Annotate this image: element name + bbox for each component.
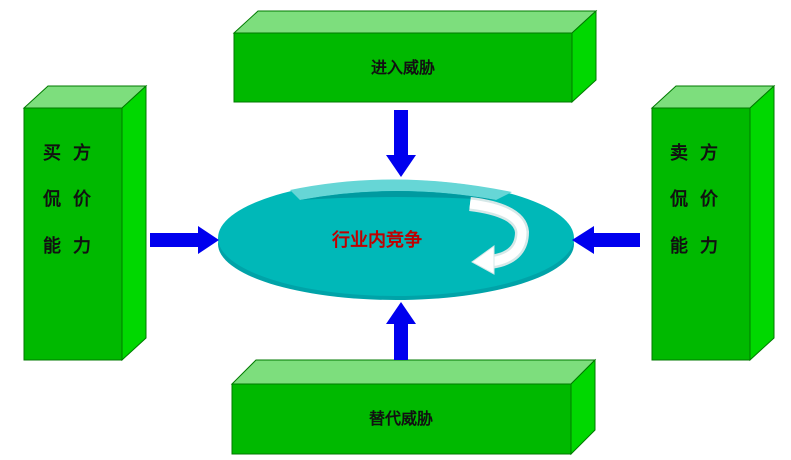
bottom-box: 替代威胁 xyxy=(230,358,597,456)
bottom-box-label: 替代威胁 xyxy=(369,409,433,428)
top-box: 进入威胁 xyxy=(232,9,598,104)
right-box-front-face xyxy=(651,107,751,361)
disc-top-highlight xyxy=(290,179,512,200)
left-box-front-face xyxy=(23,107,123,361)
left-box-text: 买方 侃价 能力 xyxy=(42,142,103,257)
left-box: 买方 侃价 能力 xyxy=(22,84,148,362)
center-disc: 行业内竞争 xyxy=(218,179,574,300)
bottom-box-front-face xyxy=(231,383,572,455)
disc-inner-shade xyxy=(300,191,496,200)
top-box-label: 进入威胁 xyxy=(371,58,435,77)
arrow-up-from-bottom xyxy=(386,302,416,360)
right-box: 卖方 侃价 能力 xyxy=(650,84,776,362)
right-box-line-2: 侃价 xyxy=(669,188,730,210)
left-box-line-2: 侃价 xyxy=(42,188,103,210)
right-box-side-face xyxy=(749,84,775,362)
arrow-right-from-left xyxy=(150,226,219,254)
right-box-line-1: 卖方 xyxy=(670,142,730,164)
top-box-front-face xyxy=(233,32,573,103)
bottom-box-top-face xyxy=(230,359,597,385)
center-label: 行业内竞争 xyxy=(331,229,422,251)
arrow-down-from-top xyxy=(386,110,416,177)
left-box-line-1: 买方 xyxy=(43,142,103,164)
arrow-left-from-right xyxy=(572,226,640,254)
top-box-top-face xyxy=(232,10,598,34)
cycle-arrow-icon xyxy=(469,197,530,275)
left-box-side-face xyxy=(121,84,147,362)
right-box-text: 卖方 侃价 能力 xyxy=(669,142,730,257)
left-box-line-3: 能力 xyxy=(43,235,103,257)
right-box-line-3: 能力 xyxy=(670,235,730,257)
